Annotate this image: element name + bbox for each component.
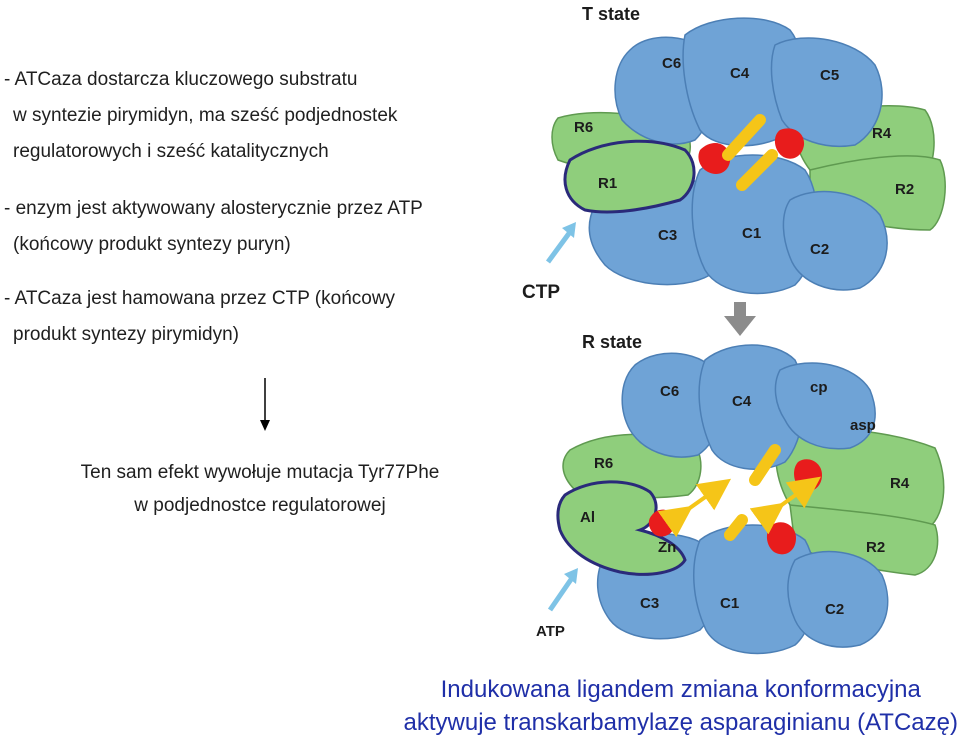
conclusion-line-2: aktywuje transkarbamylazę asparaginianu … (403, 709, 958, 736)
r-ligand-2 (724, 514, 748, 541)
bullet-3: - ATCaza jest hamowana przez CTP (końcow… (4, 281, 395, 353)
atp-label: ATP (536, 623, 565, 640)
r-label-r2: R2 (866, 539, 885, 556)
ctp-label: CTP (522, 282, 560, 303)
r-label-c4: C4 (732, 393, 752, 410)
r-label-asp: asp (850, 417, 876, 434)
t-label-c3: C3 (658, 227, 677, 244)
t-label-c5: C5 (820, 67, 839, 84)
conclusion: Indukowana ligandem zmiana konformacyjna… (404, 673, 958, 739)
atp-arrow-icon (547, 576, 575, 612)
r-c2-subunit (787, 550, 889, 648)
r-label-c2: C2 (825, 601, 844, 618)
r-label-r6: R6 (594, 455, 613, 472)
mutation-note-line-1: Ten sam efekt wywołuje mutacja Tyr77Phe (80, 462, 440, 483)
t-label-c6: C6 (662, 55, 681, 72)
t-label-r2: R2 (895, 181, 914, 198)
t-label-c2: C2 (810, 241, 829, 258)
t-c1-subunit (691, 154, 819, 295)
r-double-arrow-1 (657, 478, 732, 538)
r-double-arrow-2 (749, 476, 821, 535)
ctp-arrow-icon (545, 230, 573, 264)
r-state-label: R state (582, 332, 642, 352)
atcase-figure: T state C6 C4 C5 R6 R4 R1 R2 C3 C1 C2 CT… (522, 4, 946, 655)
t-label-c1: C1 (742, 225, 761, 242)
r-label-cp: cp (810, 379, 828, 396)
r-ligand-1 (749, 444, 781, 486)
t-ligand-1 (722, 114, 766, 161)
bullet-3-line-2: produkt syntezy pirymidyn) (13, 324, 239, 345)
t-active-site-2 (774, 128, 805, 159)
t-label-r1: R1 (598, 175, 617, 192)
t-ligand-2 (736, 149, 778, 191)
bullet-1-line-3: regulatorowych i sześć katalitycznych (13, 141, 329, 162)
r-label-r4: R4 (890, 475, 910, 492)
conclusion-line-1: Indukowana ligandem zmiana konformacyjna (440, 676, 921, 703)
bullet-1-line-2: w syntezie pirymidyn, ma sześć podjednos… (13, 105, 398, 126)
r-label-c6: C6 (660, 383, 679, 400)
t-label-c4: C4 (730, 65, 750, 82)
t-active-site-1 (698, 143, 731, 175)
t-state-label: T state (582, 4, 640, 24)
t-label-r4: R4 (872, 125, 892, 142)
t-c5-subunit (770, 37, 883, 147)
bullet-2-line-2: (końcowy produkt syntezy puryn) (13, 234, 291, 255)
bullet-2-line-1: - enzym jest aktywowany alosterycznie pr… (4, 198, 423, 219)
r-c6-subunit (621, 352, 724, 458)
bullet-1-line-1: - ATCaza dostarcza kluczowego substratu (4, 69, 358, 90)
r-label-zn: Zn (658, 539, 676, 556)
t-label-r6: R6 (574, 119, 593, 136)
t-r1-subunit (563, 139, 696, 214)
transition-arrow-icon (734, 302, 746, 318)
r-r1-subunit (556, 480, 687, 576)
mutation-note-line-2: w podjednostce regulatorowej (134, 495, 386, 516)
r-label-c1: C1 (720, 595, 739, 612)
r-label-al: Al (580, 509, 595, 526)
bullet-1: - ATCaza dostarcza kluczowego substratu … (4, 62, 397, 170)
mutation-note: Ten sam efekt wywołuje mutacja Tyr77Phe … (0, 456, 520, 522)
bullet-2: - enzym jest aktywowany alosterycznie pr… (4, 191, 423, 263)
down-arrow-icon (260, 378, 270, 431)
bullet-3-line-1: - ATCaza jest hamowana przez CTP (końcow… (4, 288, 396, 309)
r-label-c3: C3 (640, 595, 659, 612)
r-c5-subunit (774, 362, 876, 450)
t-c2-subunit (782, 190, 888, 291)
